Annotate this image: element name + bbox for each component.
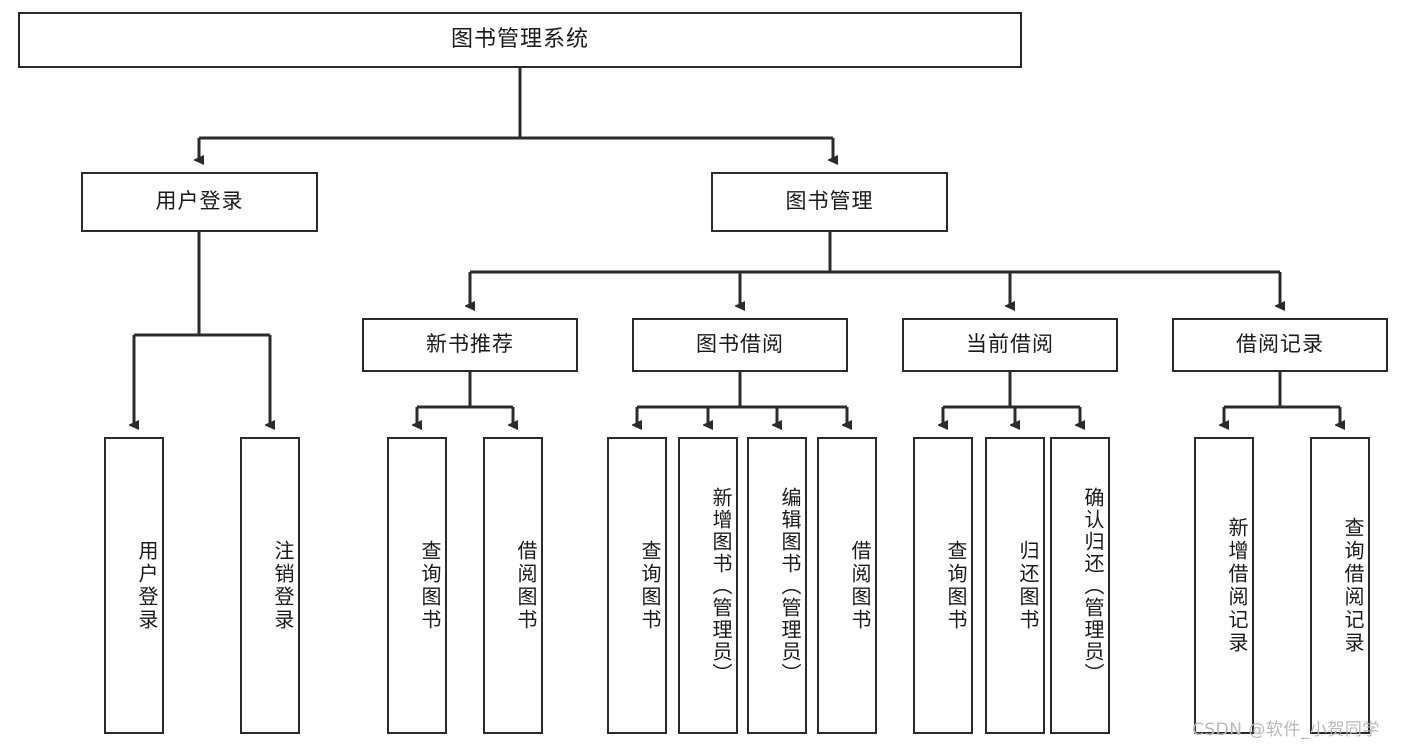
node-leaf-query-book[interactable]: 查询图书 [607, 437, 667, 734]
node-leaf-edit-book[interactable]: 编辑图书（管理员） [747, 437, 807, 734]
node-leaf-borrow-book-rec[interactable]: 借阅图书 [483, 437, 543, 734]
node-label: 新增借阅记录 [1225, 516, 1249, 655]
node-current-borrow[interactable]: 当前借阅 [902, 318, 1118, 372]
node-leaf-add-record[interactable]: 新增借阅记录 [1194, 437, 1254, 734]
node-leaf-query-book-cur[interactable]: 查询图书 [913, 437, 973, 734]
node-root[interactable]: 图书管理系统 [18, 12, 1022, 68]
node-label: 查询图书 [418, 539, 442, 632]
node-label: 归还图书 [1016, 539, 1040, 632]
node-label: 注销登录 [271, 539, 295, 632]
node-leaf-confirm-return[interactable]: 确认归还（管理员） [1050, 437, 1110, 734]
node-label: 新增图书（管理员） [709, 486, 733, 685]
node-leaf-borrow-book[interactable]: 借阅图书 [817, 437, 877, 734]
node-borrow-record[interactable]: 借阅记录 [1172, 318, 1388, 372]
node-leaf-query-record[interactable]: 查询借阅记录 [1310, 437, 1370, 734]
csdn-watermark: CSDN @软件_小贺同学 [1192, 720, 1380, 740]
node-book-borrow[interactable]: 图书借阅 [632, 318, 848, 372]
node-leaf-logout[interactable]: 注销登录 [240, 437, 300, 734]
node-label: 用户登录 [135, 539, 159, 632]
node-label: 借阅图书 [848, 539, 872, 632]
node-label: 查询图书 [944, 539, 968, 632]
node-leaf-add-book[interactable]: 新增图书（管理员） [678, 437, 738, 734]
node-label: 查询图书 [638, 539, 662, 632]
node-label: 编辑图书（管理员） [778, 486, 802, 685]
node-leaf-query-book-rec[interactable]: 查询图书 [387, 437, 447, 734]
node-book-manage[interactable]: 图书管理 [711, 172, 948, 232]
node-leaf-return-book[interactable]: 归还图书 [985, 437, 1045, 734]
node-label: 确认归还（管理员） [1081, 486, 1105, 685]
node-leaf-user-login[interactable]: 用户登录 [104, 437, 164, 734]
node-user-login[interactable]: 用户登录 [81, 172, 318, 232]
node-label: 查询借阅记录 [1341, 516, 1365, 655]
node-label: 借阅图书 [514, 539, 538, 632]
node-new-book-rec[interactable]: 新书推荐 [362, 318, 578, 372]
